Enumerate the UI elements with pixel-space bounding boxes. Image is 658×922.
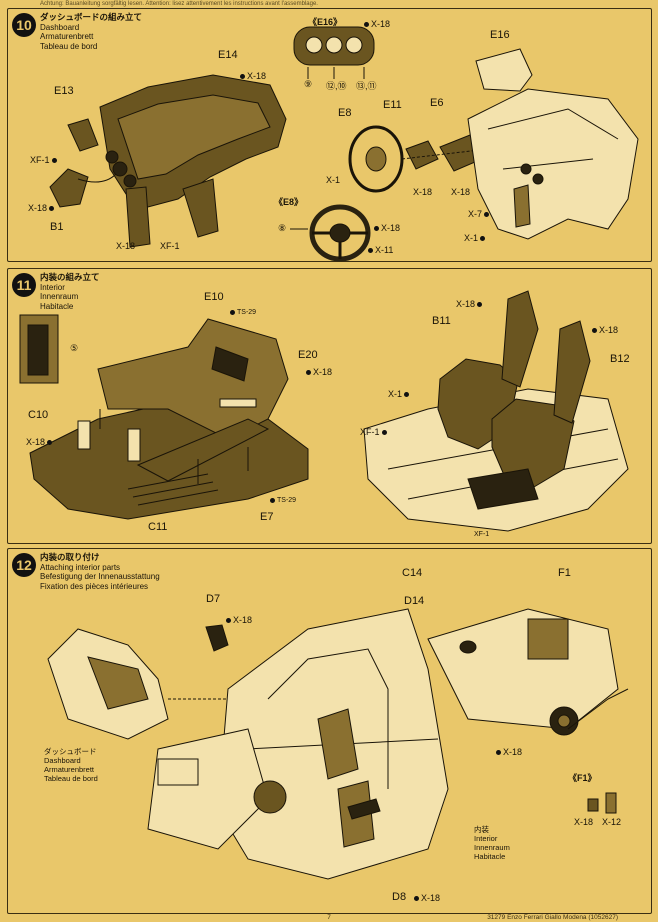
paint-callout: X-18 (306, 367, 332, 377)
paint-callout: TS-29 (270, 497, 296, 504)
paint-callout: X-18 (26, 437, 54, 447)
paint-callout: X-1 (326, 175, 341, 185)
step-title-en: Attaching interior parts (40, 562, 121, 572)
pointer-label: ⑫,⑩ (326, 81, 347, 91)
caption-jp: 内装 (474, 825, 489, 834)
paint-callout: XF-1 (360, 427, 389, 437)
step-number-badge: 10 (12, 13, 36, 37)
caption-de: Innenraum (474, 843, 510, 852)
caption-en: Interior (474, 834, 498, 843)
paint-callout: X-18 (364, 19, 390, 29)
pointer-label: ⑬,⑪ (356, 81, 377, 91)
part-label: C11 (148, 521, 168, 533)
paint-callout: X-1 (388, 389, 411, 399)
paint-callout: X-7 (468, 209, 491, 219)
dashboard-caption: ダッシュボード Dashboard Armaturenbrett Tableau… (44, 747, 98, 783)
caption-en: Dashboard (44, 756, 81, 765)
pointer-label: ⑤ (70, 343, 79, 353)
paint-callout: X-18 (456, 299, 484, 309)
paint-callout: X-18 (496, 747, 522, 757)
paint-callout: X-18 (240, 71, 266, 81)
step-12-panel: 12 内装の取り付け Attaching interior parts Befe… (7, 548, 652, 914)
part-label: E7 (260, 511, 274, 523)
step-10-heading: ダッシュボードの組み立て Dashboard Armaturenbrett Ta… (40, 12, 143, 51)
step-title-de: Befestigung der Innenausstattung (40, 572, 160, 581)
paint-callout: X-18 (116, 241, 136, 251)
step-number-badge: 11 (12, 273, 36, 297)
step-title-en: Dashboard (40, 22, 80, 32)
paint-callout: X-18 (374, 223, 400, 233)
part-label: E11 (383, 99, 402, 111)
step-title-fr: Fixation des pièces intérieures (40, 581, 149, 591)
part-label: B11 (432, 315, 451, 327)
paint-callout: X-18 (413, 187, 433, 197)
part-label: B1 (50, 221, 64, 233)
paint-callout: X-18 (574, 817, 594, 827)
step-title-fr: Habitacle (40, 301, 74, 311)
page-footer: 7 31279 Enzo Ferrari Giallo Modena (1052… (0, 914, 658, 922)
part-label: C14 (402, 567, 423, 579)
caption-fr: Habitacle (474, 852, 506, 861)
part-label: C10 (28, 409, 49, 421)
caption-de: Armaturenbrett (44, 765, 95, 774)
pointer-label: ⑨ (304, 79, 313, 89)
pointer-label: ⑧ (278, 223, 287, 233)
interior-caption: 内装 Interior Innenraum Habitacle (474, 825, 510, 861)
part-label: E14 (218, 49, 238, 61)
part-label: E6 (430, 97, 444, 109)
paint-callout: X-18 (414, 893, 440, 903)
step-title-de: Innenraum (40, 292, 79, 301)
paint-callout: X-18 (451, 187, 471, 197)
paint-callout: X-18 (592, 325, 618, 335)
page-number: 7 (327, 914, 331, 921)
step-title-en: Interior (40, 282, 65, 292)
part-label: E10 (204, 291, 224, 303)
detail-e16-title: 《E16》 (308, 17, 343, 27)
paint-callout: X-18 (28, 203, 56, 213)
step-12-drawing (47, 608, 629, 880)
top-warning-strip: Achtung: Bauanleitung sorgfältig lesen. … (40, 1, 318, 7)
step-11-drawing (19, 290, 629, 532)
detail-e8-title: 《E8》 (274, 197, 304, 207)
product-code: 31279 Enzo Ferrari Giallo Modena (105262… (487, 914, 618, 921)
part-label: D8 (392, 891, 407, 903)
step-11-panel: 11 内装の組み立て Interior Innenraum Habitacle … (7, 268, 652, 544)
part-label: E16 (490, 29, 510, 41)
paint-callout: X-1 (464, 233, 487, 243)
paint-callout: XF-1 (474, 531, 490, 538)
step-title-jp: 内装の組み立て (40, 272, 100, 282)
step-title-fr: Tableau de bord (40, 41, 98, 51)
paint-callout: XF-1 (30, 155, 59, 165)
step-number-badge: 12 (12, 553, 36, 577)
part-label: B12 (610, 353, 630, 365)
part-label: F1 (558, 567, 571, 579)
part-label: E20 (298, 349, 318, 361)
caption-fr: Tableau de bord (44, 774, 98, 783)
step-10-panel: 10 ダッシュボードの組み立て Dashboard Armaturenbrett… (7, 8, 652, 262)
paint-callout: XF-1 (160, 241, 180, 251)
paint-callout: X-12 (602, 817, 622, 827)
detail-f1-title: 《F1》 (568, 773, 597, 783)
step-12-heading: 内装の取り付け Attaching interior parts Befesti… (40, 552, 160, 591)
part-label: E13 (54, 85, 74, 97)
paint-callout: TS-29 (230, 309, 256, 316)
step-11-heading: 内装の組み立て Interior Innenraum Habitacle (40, 272, 100, 311)
part-label: D14 (404, 595, 425, 607)
caption-jp: ダッシュボード (44, 747, 97, 756)
step-10-drawing (49, 26, 639, 262)
paint-callout: X-18 (226, 615, 252, 625)
part-label: E8 (338, 107, 352, 119)
step-title-jp: ダッシュボードの組み立て (40, 12, 143, 22)
step-title-de: Armaturenbrett (40, 32, 94, 41)
step-title-jp: 内装の取り付け (40, 552, 100, 562)
paint-callout: X-11 (368, 245, 393, 255)
part-label: D7 (206, 593, 221, 605)
